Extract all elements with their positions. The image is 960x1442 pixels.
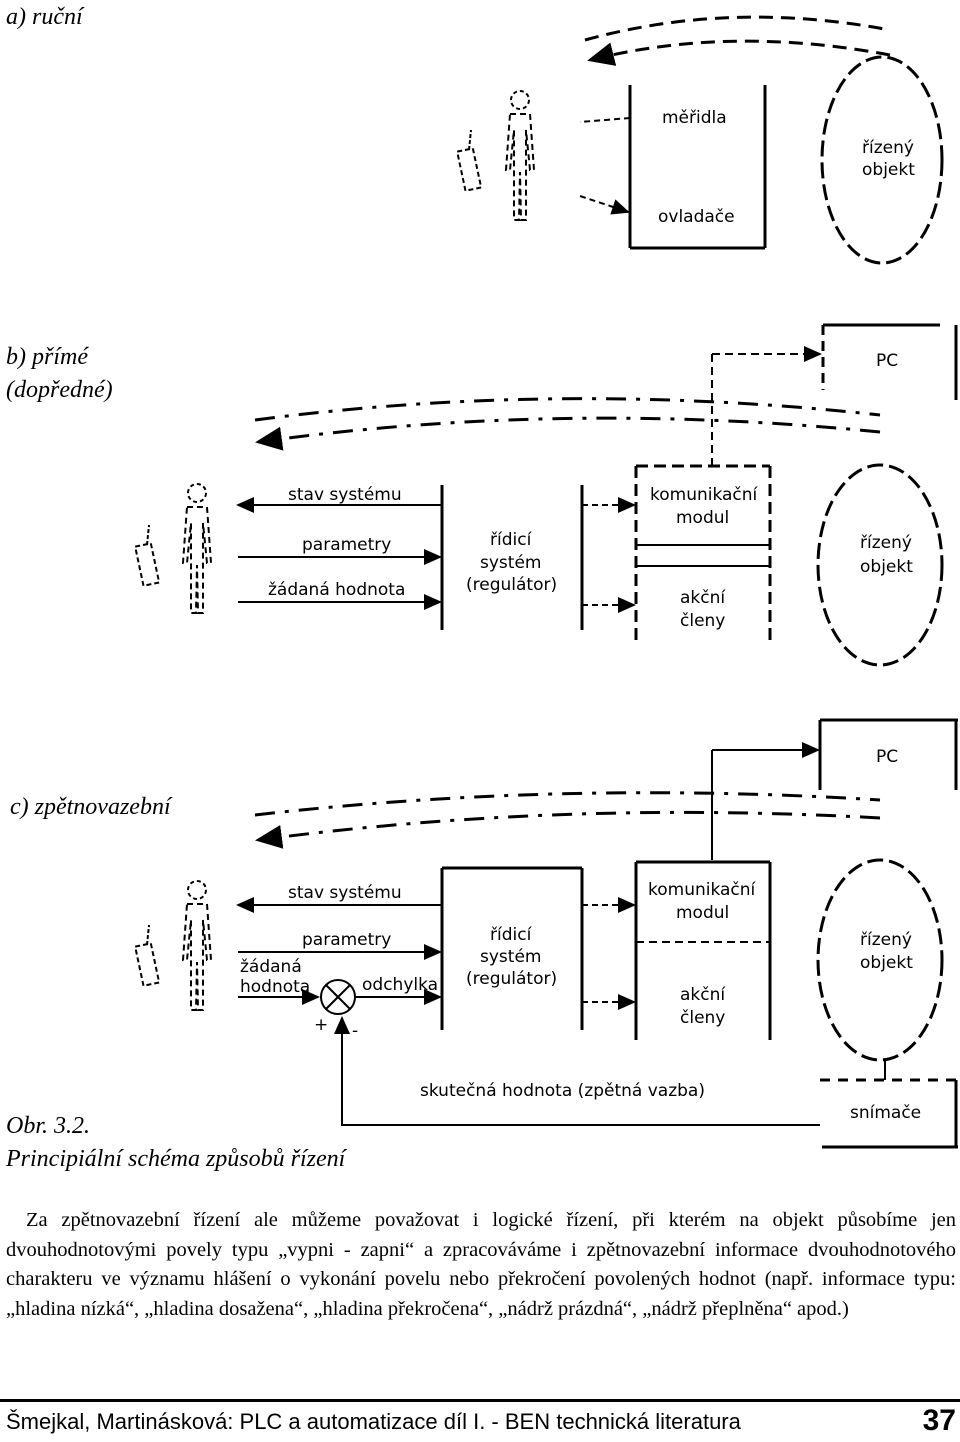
label-ridici2-c: systém [480,947,541,967]
section-label-a: a) ruční [6,4,83,30]
figure-number: Obr. 3.2. [6,1113,91,1139]
label-ridici1-c: řídicí [490,925,533,945]
info-arc [584,15,891,42]
arrow-ovladace [579,195,630,215]
section-label-c: c) zpětnovazební [10,794,171,820]
arrow-meridla [579,117,631,123]
control-schemes-diagram: měřidla ovladače řízený objekt PC stav s… [134,15,958,1149]
label-pc-b: PC [876,351,898,371]
section-label-b: b) přímé [6,344,88,370]
label-skutecna: skutečná hodnota (zpětná vazba) [420,1081,705,1101]
controlled-object-c [816,858,944,1062]
label-objekt-c: objekt [860,953,913,973]
controlled-object-a [820,55,944,265]
label-minus-c: - [352,1021,358,1041]
label-akcni2-c: členy [680,1008,725,1028]
footer-rule [0,1399,960,1402]
label-komunikacni2-b: modul [676,508,729,528]
radio-icon [456,129,483,192]
info-arc-c-return [255,810,881,849]
info-arc-c [254,791,881,817]
label-objekt-b: objekt [860,557,913,577]
info-arc-b [254,397,881,422]
label-stav-b: stav systému [288,485,402,505]
label-rizeny-b: řízený [860,533,912,553]
operator-figure-c [182,880,212,1011]
scheme-feedback: PC stav systému parametry žádaná hodnota… [134,718,958,1149]
label-komunikacni1-c: komunikační [648,880,757,900]
label-parametry-b: parametry [302,535,391,555]
label-rizeny-c: řízený [860,930,912,950]
label-zadana2-c: hodnota [240,977,310,997]
radio-icon-c [134,924,161,987]
label-objekt-a: objekt [862,160,915,180]
label-ridici2-b: systém [480,553,541,573]
radio-icon-b [134,524,161,587]
info-arc-b-return [255,416,881,451]
controlled-object-b [816,463,944,667]
label-ridici1-b: řídicí [490,530,533,550]
label-rizeny-a: řízený [862,138,914,158]
summing-junction [320,979,356,1015]
scheme-feedforward: PC stav systému parametry žádaná hodnota… [134,323,958,667]
body-paragraph: Za zpětnovazební řízení ale můžeme považ… [6,1209,956,1320]
label-akcni2-b: členy [680,611,725,631]
label-stav-c: stav systému [288,883,402,903]
scheme-manual: měřidla ovladače řízený objekt [456,15,944,265]
label-akcni1-c: akční [680,985,726,1005]
operator-figure-b [182,483,212,614]
label-zadana-b: žádaná hodnota [268,580,405,600]
label-odchylka-c: odchylka [362,975,438,995]
label-zadana1-c: žádaná [240,957,302,977]
label-ovladace: ovladače [658,207,735,227]
footer-text: Šmejkal, Martinásková: PLC a automatizac… [6,1409,741,1434]
label-komunikacni2-c: modul [676,903,729,923]
feedback-line [334,1016,820,1126]
figure-caption: Principiální schéma způsobů řízení [6,1146,346,1172]
body-paragraph-container: Za zpětnovazební řízení ale můžeme považ… [6,1206,956,1324]
page-number: 37 [922,1404,956,1437]
label-komunikacni1-b: komunikační [650,485,759,505]
info-arc-return [587,39,891,66]
section-label-b-sub: (dopředné) [6,377,113,403]
label-snimace: snímače [850,1103,921,1123]
label-pc-c: PC [876,747,898,767]
operator-figure-a [505,90,535,221]
label-akcni1-b: akční [680,588,726,608]
label-ridici3-c: (regulátor) [466,969,557,989]
label-plus-c: + [314,1015,328,1035]
label-ridici3-b: (regulátor) [466,575,557,595]
label-parametry-c: parametry [302,930,391,950]
label-meridla: měřidla [662,108,727,128]
